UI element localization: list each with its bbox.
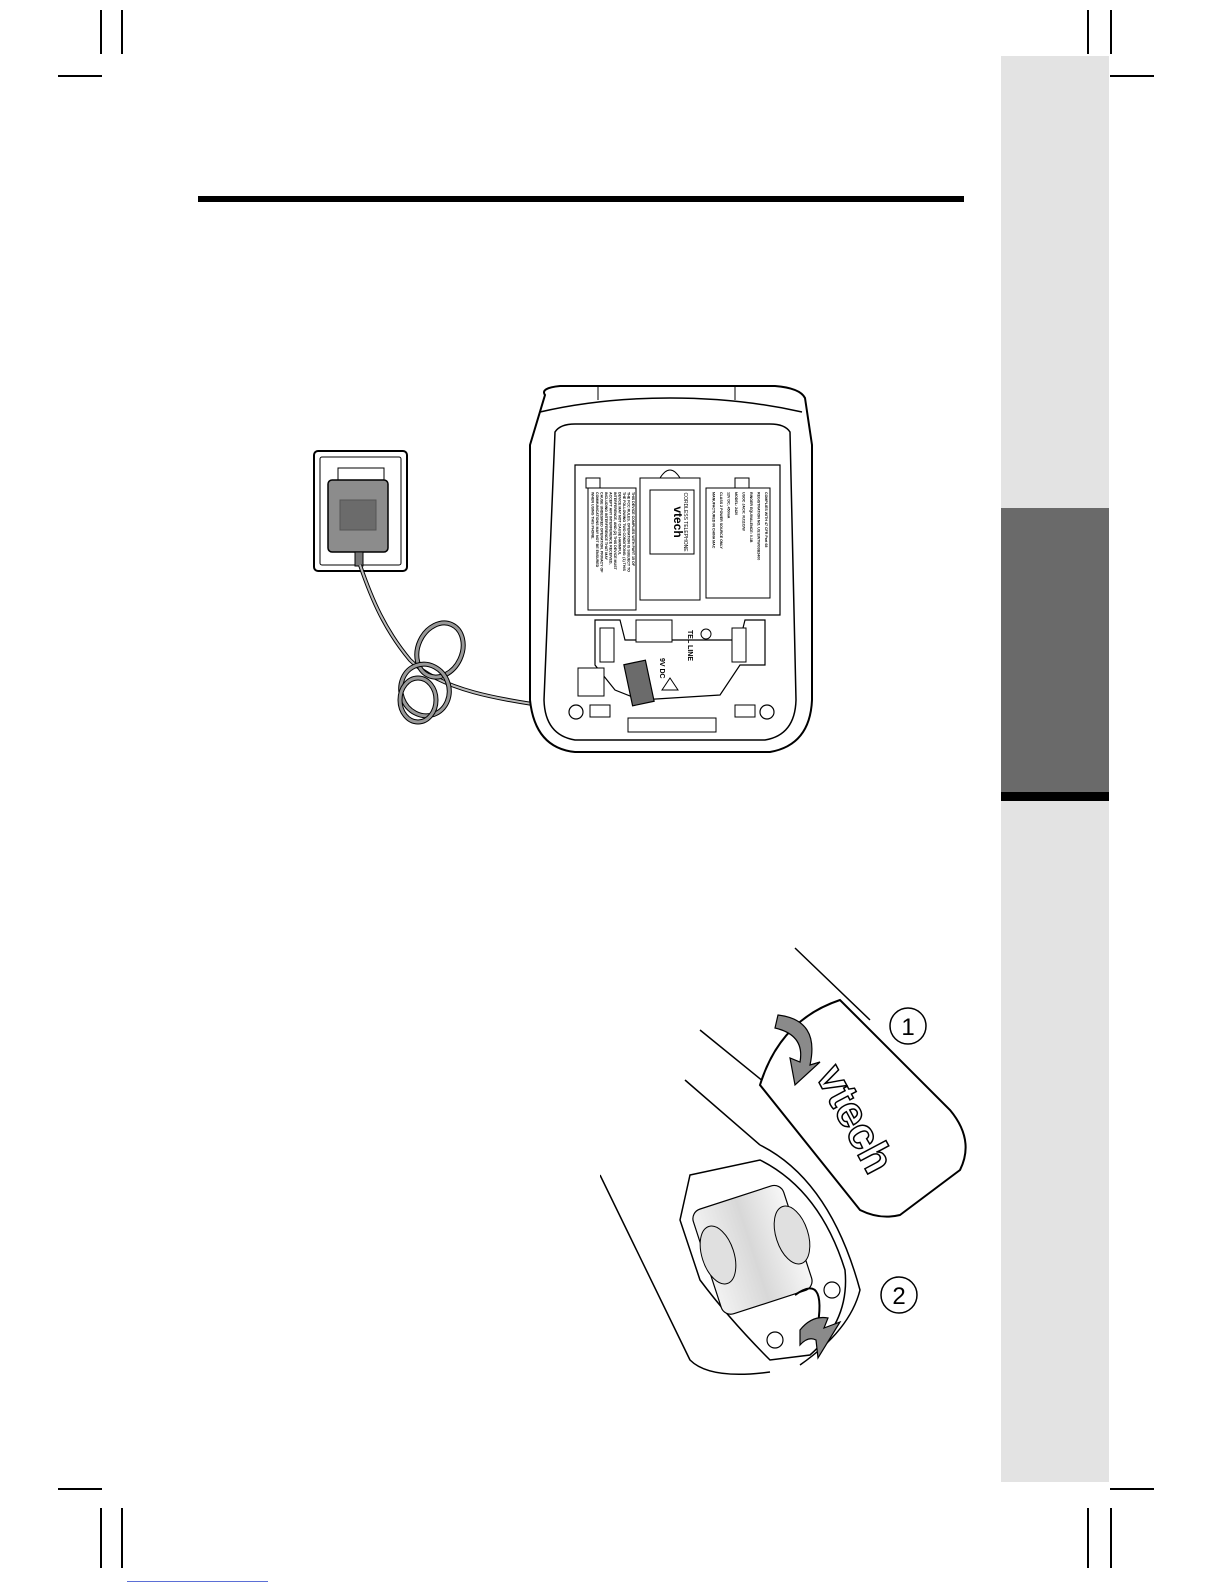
warning-icon	[661, 677, 679, 691]
side-section-tab-active	[1001, 508, 1109, 792]
crop-mark	[1087, 10, 1089, 54]
step-1-badge: 1	[889, 1007, 927, 1045]
right-sticker-line: CLASS 2 POWER SOURCE ONLY	[719, 492, 723, 549]
base-unit-illustration: THIS DEVICE COMPLIES WITH PART 15 OFTHE …	[313, 385, 813, 753]
base-product-label: CORDLESS TELEPHONE	[682, 492, 688, 552]
crop-mark	[1110, 1488, 1154, 1490]
left-sticker-line: CAUSE UNDESIRED OPERATION. PRIVACY OF	[600, 492, 604, 573]
side-section-tab-bar	[1001, 792, 1109, 801]
crop-mark	[121, 1508, 123, 1568]
left-sticker-line: WHEN USING THIS PHONE.	[591, 492, 595, 539]
step-2-label: 2	[892, 1283, 905, 1310]
crop-mark	[1110, 10, 1112, 54]
slide-arrow-icon	[774, 1014, 821, 1087]
bottom-link-underline	[127, 1581, 268, 1582]
right-sticker-line: REGISTRATION NO. US:EW7WI03B2400	[757, 492, 761, 560]
battery-compartment-icon	[679, 1159, 847, 1361]
plug-arrow-icon	[799, 1316, 842, 1360]
left-sticker-line: INTERFERENCE, AND (2) THIS DEVICE MUST	[613, 492, 617, 571]
left-sticker-line: INCLUDING INTERFERENCE THAT MAY	[604, 492, 608, 560]
step-2-badge: 2	[880, 1276, 918, 1314]
handset-battery-illustration: vtech 1 2	[600, 947, 967, 1376]
base-brand-label: vtech	[671, 506, 685, 537]
left-sticker-line: THE FCC RULES. OPERATION IS SUBJECT TO	[627, 492, 631, 572]
header-rule	[198, 196, 964, 202]
crop-mark	[100, 10, 102, 54]
crop-mark	[1110, 75, 1154, 77]
power-jack-label: 9V DC	[658, 658, 665, 679]
right-sticker-line: COMPLIES WITH 47 CFR Part 68	[764, 492, 768, 547]
left-sticker-line: THE FOLLOWING TWO CONDITIONS: (1) THIS	[622, 492, 626, 571]
right-sticker-line: RINGER EQUIVALENCE: 0.1B	[749, 492, 753, 543]
power-adapter-icon	[327, 479, 389, 567]
crop-mark	[121, 10, 123, 54]
right-sticker-line: MODEL: 2420	[734, 492, 738, 515]
crop-mark	[1087, 1508, 1089, 1568]
left-sticker-line: COMMUNICATIONS MAY NOT BE ENSURED	[595, 492, 599, 568]
tel-line-label: TEL LINE	[686, 630, 693, 661]
base-unit-icon: THIS DEVICE COMPLIES WITH PART 15 OFTHE …	[529, 385, 813, 753]
coiled-cord-icon	[397, 620, 466, 725]
left-sticker-line: THIS DEVICE COMPLIES WITH PART 15 OF	[631, 492, 635, 567]
right-sticker-line: MANUFACTURED IN CHINA MAC	[712, 492, 716, 549]
crop-mark	[1110, 1508, 1112, 1568]
crop-mark	[58, 1488, 102, 1490]
right-sticker-line: 12V DC, 450mA	[727, 492, 731, 519]
crop-mark	[100, 1508, 102, 1568]
crop-mark	[58, 75, 102, 77]
right-sticker-line: USOC JACK: RJ11C/W	[742, 492, 746, 531]
left-sticker-line: DEVICE MAY NOT CAUSE HARMFUL	[618, 492, 622, 556]
left-sticker-line: ACCEPT ANY INTERFERENCE RECEIVED,	[609, 492, 613, 564]
step-1-label: 1	[901, 1014, 914, 1041]
